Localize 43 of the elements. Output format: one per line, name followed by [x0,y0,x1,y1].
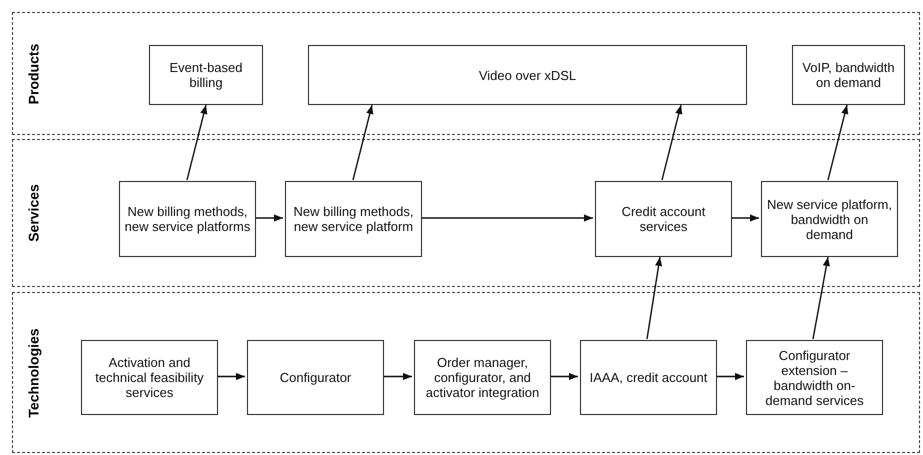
box-text: Configurator [280,370,352,385]
arrow [217,372,245,380]
process-box [580,340,717,415]
arrow [186,104,208,180]
arrow [255,214,283,222]
process-box [247,340,384,415]
arrow [812,256,830,340]
box-text: IAAA, credit account [590,370,708,385]
box-text: Activation and technical feasibility services [94,355,205,400]
swimlane-band [12,139,920,287]
process-box [81,340,218,415]
box-text: Video over xDSL [478,68,576,82]
arrow [731,214,759,222]
process-box [285,181,422,257]
swimlane-band [12,12,920,135]
arrow [550,372,578,380]
box-text: New service platform, bandwidth on demand [766,196,893,242]
box-text: Credit account services [620,204,706,234]
process-box [414,340,551,415]
box-text: VoIP, bandwidth on demand [801,60,896,90]
lane-label: Services [24,184,42,242]
process-box [119,181,256,257]
swimlane-band [12,292,920,453]
box-text: Configurator extension – bandwidth on-demand services [764,348,865,408]
box-text: New billing methods, new service platforms [124,204,251,234]
process-box [746,340,883,415]
box-text: Event-based billing [168,60,244,90]
arrow [352,104,374,180]
arrow [827,104,848,180]
process-box [761,181,898,257]
arrow [716,372,744,380]
lane-label: Technologies [24,328,42,418]
arrow [421,214,593,222]
arrow [661,104,682,180]
process-box [595,181,732,257]
process-box [792,45,905,105]
process-box [308,45,747,105]
box-text: Order manager, configurator, and activator integration [424,355,540,400]
arrow [646,256,662,340]
arrow [383,372,412,380]
process-box [149,45,263,105]
lane-label: Products [24,43,42,104]
box-text: New billing methods, new service platform [292,204,414,234]
